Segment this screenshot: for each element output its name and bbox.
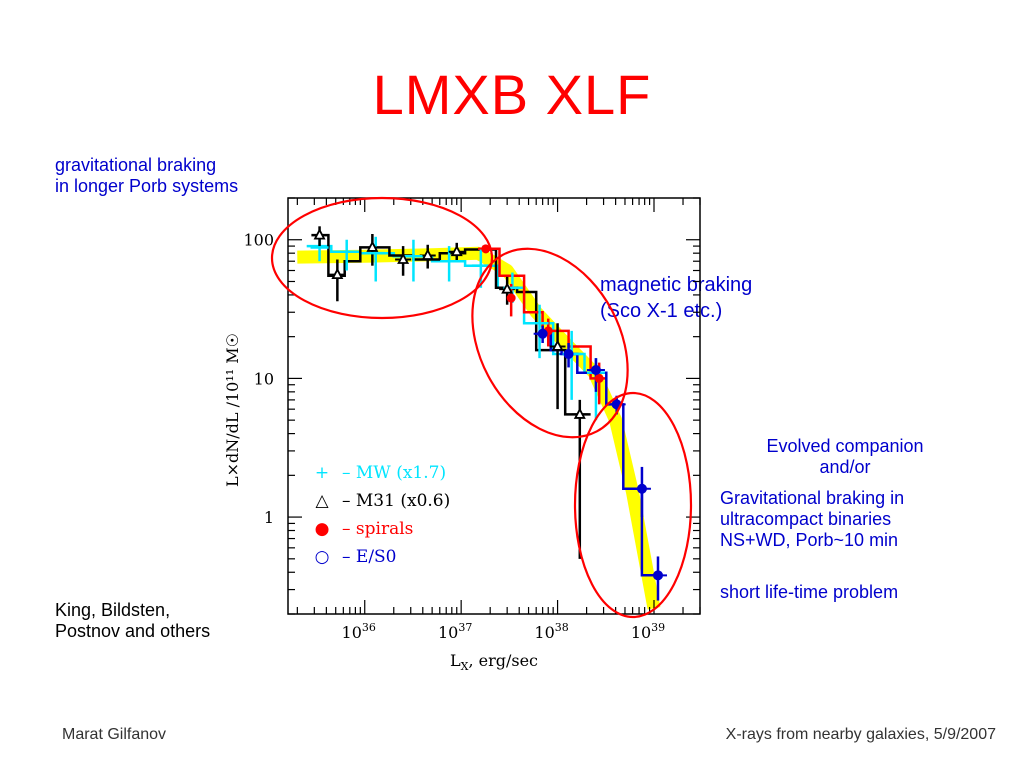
y-tick-label: 1 (264, 508, 274, 527)
highlight-ellipses (270, 196, 693, 619)
legend-label: – MW (x1.7) (342, 463, 446, 483)
legend-label: – M31 (x0.6) (342, 491, 450, 511)
x-axis-title: LX, erg/sec (450, 651, 538, 673)
point-spirals (506, 293, 516, 303)
ellipse-magnetic-braking (471, 247, 629, 439)
evolved-line2: and/or (819, 457, 871, 477)
magnetic-braking-annotation: magnetic braking (Sco X-1 etc.) (600, 272, 752, 324)
point-m31-x0-6 (501, 282, 514, 294)
legend-symbol: △ (315, 491, 329, 511)
magnetic-line2: (Sco X-1 etc.) (600, 300, 723, 322)
evolved-detail: Gravitational braking in ultracompact bi… (720, 488, 904, 551)
marker-layer (310, 228, 663, 581)
x-tick-label: 1036 (342, 621, 376, 642)
point-e-s0 (652, 570, 663, 581)
point-m31-x0-6 (313, 228, 326, 240)
evolved-annotation: Evolved companion and/or (718, 436, 972, 478)
grav-braking-line1: gravitational braking (55, 155, 217, 175)
point-m31-x0-6 (573, 407, 586, 419)
lifetime-annotation: short life-time problem (720, 582, 899, 602)
plot-frame (287, 197, 701, 615)
tick-layer: 1036 1037 1038 1039 1 10 100 (243, 197, 701, 642)
legend-symbol: ○ (315, 547, 330, 567)
plot-frame-layer (287, 197, 701, 615)
legend-label: – E/S0 (342, 547, 397, 567)
ellipse-ultracompact (573, 391, 693, 619)
legend-symbol: + (315, 463, 329, 483)
legend-label: – spirals (342, 519, 413, 539)
refs-line2: Postnov and others (55, 621, 211, 641)
magnetic-line1: magnetic braking (600, 274, 753, 296)
point-m31-x0-6 (450, 244, 463, 257)
grav-braking-line2: in longer Porb systems (55, 176, 239, 196)
references-annotation: King, Bildsten, Postnov and others (55, 600, 210, 642)
histogram-m31-x0-6 (311, 233, 591, 416)
point-m31-x0-6 (366, 240, 379, 252)
slide-title: LMXB XLF (372, 63, 652, 126)
y-tick-label: 100 (243, 231, 274, 250)
footer-author: Marat Gilfanov (62, 726, 167, 743)
y-axis-title: L×dN/dL /10¹¹ M☉ (223, 333, 242, 487)
point-e-s0 (563, 348, 574, 359)
point-e-s0 (636, 483, 647, 494)
point-m31-x0-6 (331, 267, 344, 280)
y-tick-label: 10 (254, 369, 274, 388)
ellipse-grav-braking (270, 196, 494, 320)
evolved-line1: Evolved companion (766, 436, 924, 456)
point-spirals (594, 373, 604, 383)
point-m31-x0-6 (421, 248, 434, 260)
point-e-s0 (590, 364, 601, 375)
x-tick-label: 1037 (438, 621, 472, 642)
legend-symbol: ● (315, 519, 330, 539)
x-tick-label: 1038 (534, 621, 568, 642)
axis-labels-layer: LX, erg/sec L×dN/dL /10¹¹ M☉ (223, 333, 538, 673)
point-m31-x0-6 (397, 252, 410, 264)
grav-braking-annotation: gravitational braking in longer Porb sys… (55, 155, 238, 197)
point-spirals (481, 244, 491, 254)
point-e-s0 (537, 328, 548, 339)
legend-layer: + – MW (x1.7) △ – M31 (x0.6) ● – spirals ○ – E/… (315, 463, 451, 567)
point-m31-x0-6 (551, 339, 564, 351)
refs-line1: King, Bildsten, (55, 600, 171, 620)
evolved-line3: Gravitational braking in (720, 488, 905, 508)
evolved-line4: ultracompact binaries (720, 509, 892, 529)
x-tick-label: 1039 (631, 621, 665, 642)
histogram-spirals (478, 247, 607, 380)
footer-event: X-rays from nearby galaxies, 5/9/2007 (725, 726, 996, 743)
evolved-line5: NS+WD, Porb~10 min (720, 530, 899, 550)
